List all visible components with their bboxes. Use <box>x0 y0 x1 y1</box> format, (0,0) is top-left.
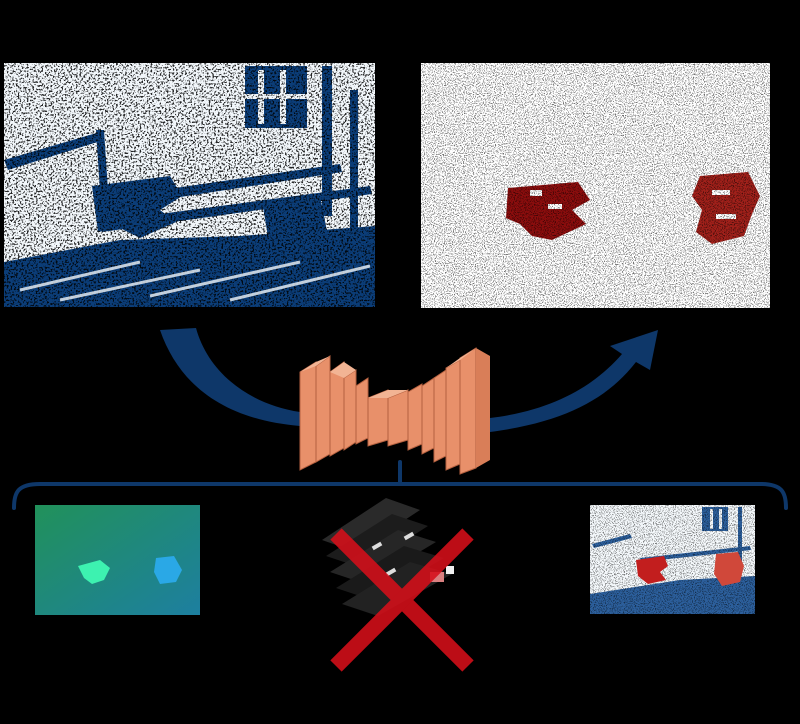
network-to-output-arrow <box>490 330 658 432</box>
network-side-face <box>476 348 490 468</box>
network-top-faces <box>300 348 476 398</box>
overlay-objects <box>636 552 744 586</box>
floor-streaks <box>19 260 371 302</box>
overlay-object-right <box>714 552 744 586</box>
event-overlay-output <box>590 505 755 614</box>
segmented-noise <box>421 63 770 308</box>
input-to-network-arrow <box>160 328 300 426</box>
input-event-noise <box>4 63 375 307</box>
output-bracket <box>12 460 788 510</box>
rejected-manual-output <box>322 498 474 672</box>
overlay-object-left <box>636 556 668 584</box>
optical-flow-output <box>35 505 200 615</box>
segmented-events-frame <box>421 63 770 308</box>
encoder-decoder-network-icon <box>299 347 490 475</box>
input-event-frame <box>4 63 375 307</box>
flow-blob-left <box>78 560 110 584</box>
flow-blob-right <box>154 556 182 584</box>
rejection-cross-icon <box>330 528 474 672</box>
